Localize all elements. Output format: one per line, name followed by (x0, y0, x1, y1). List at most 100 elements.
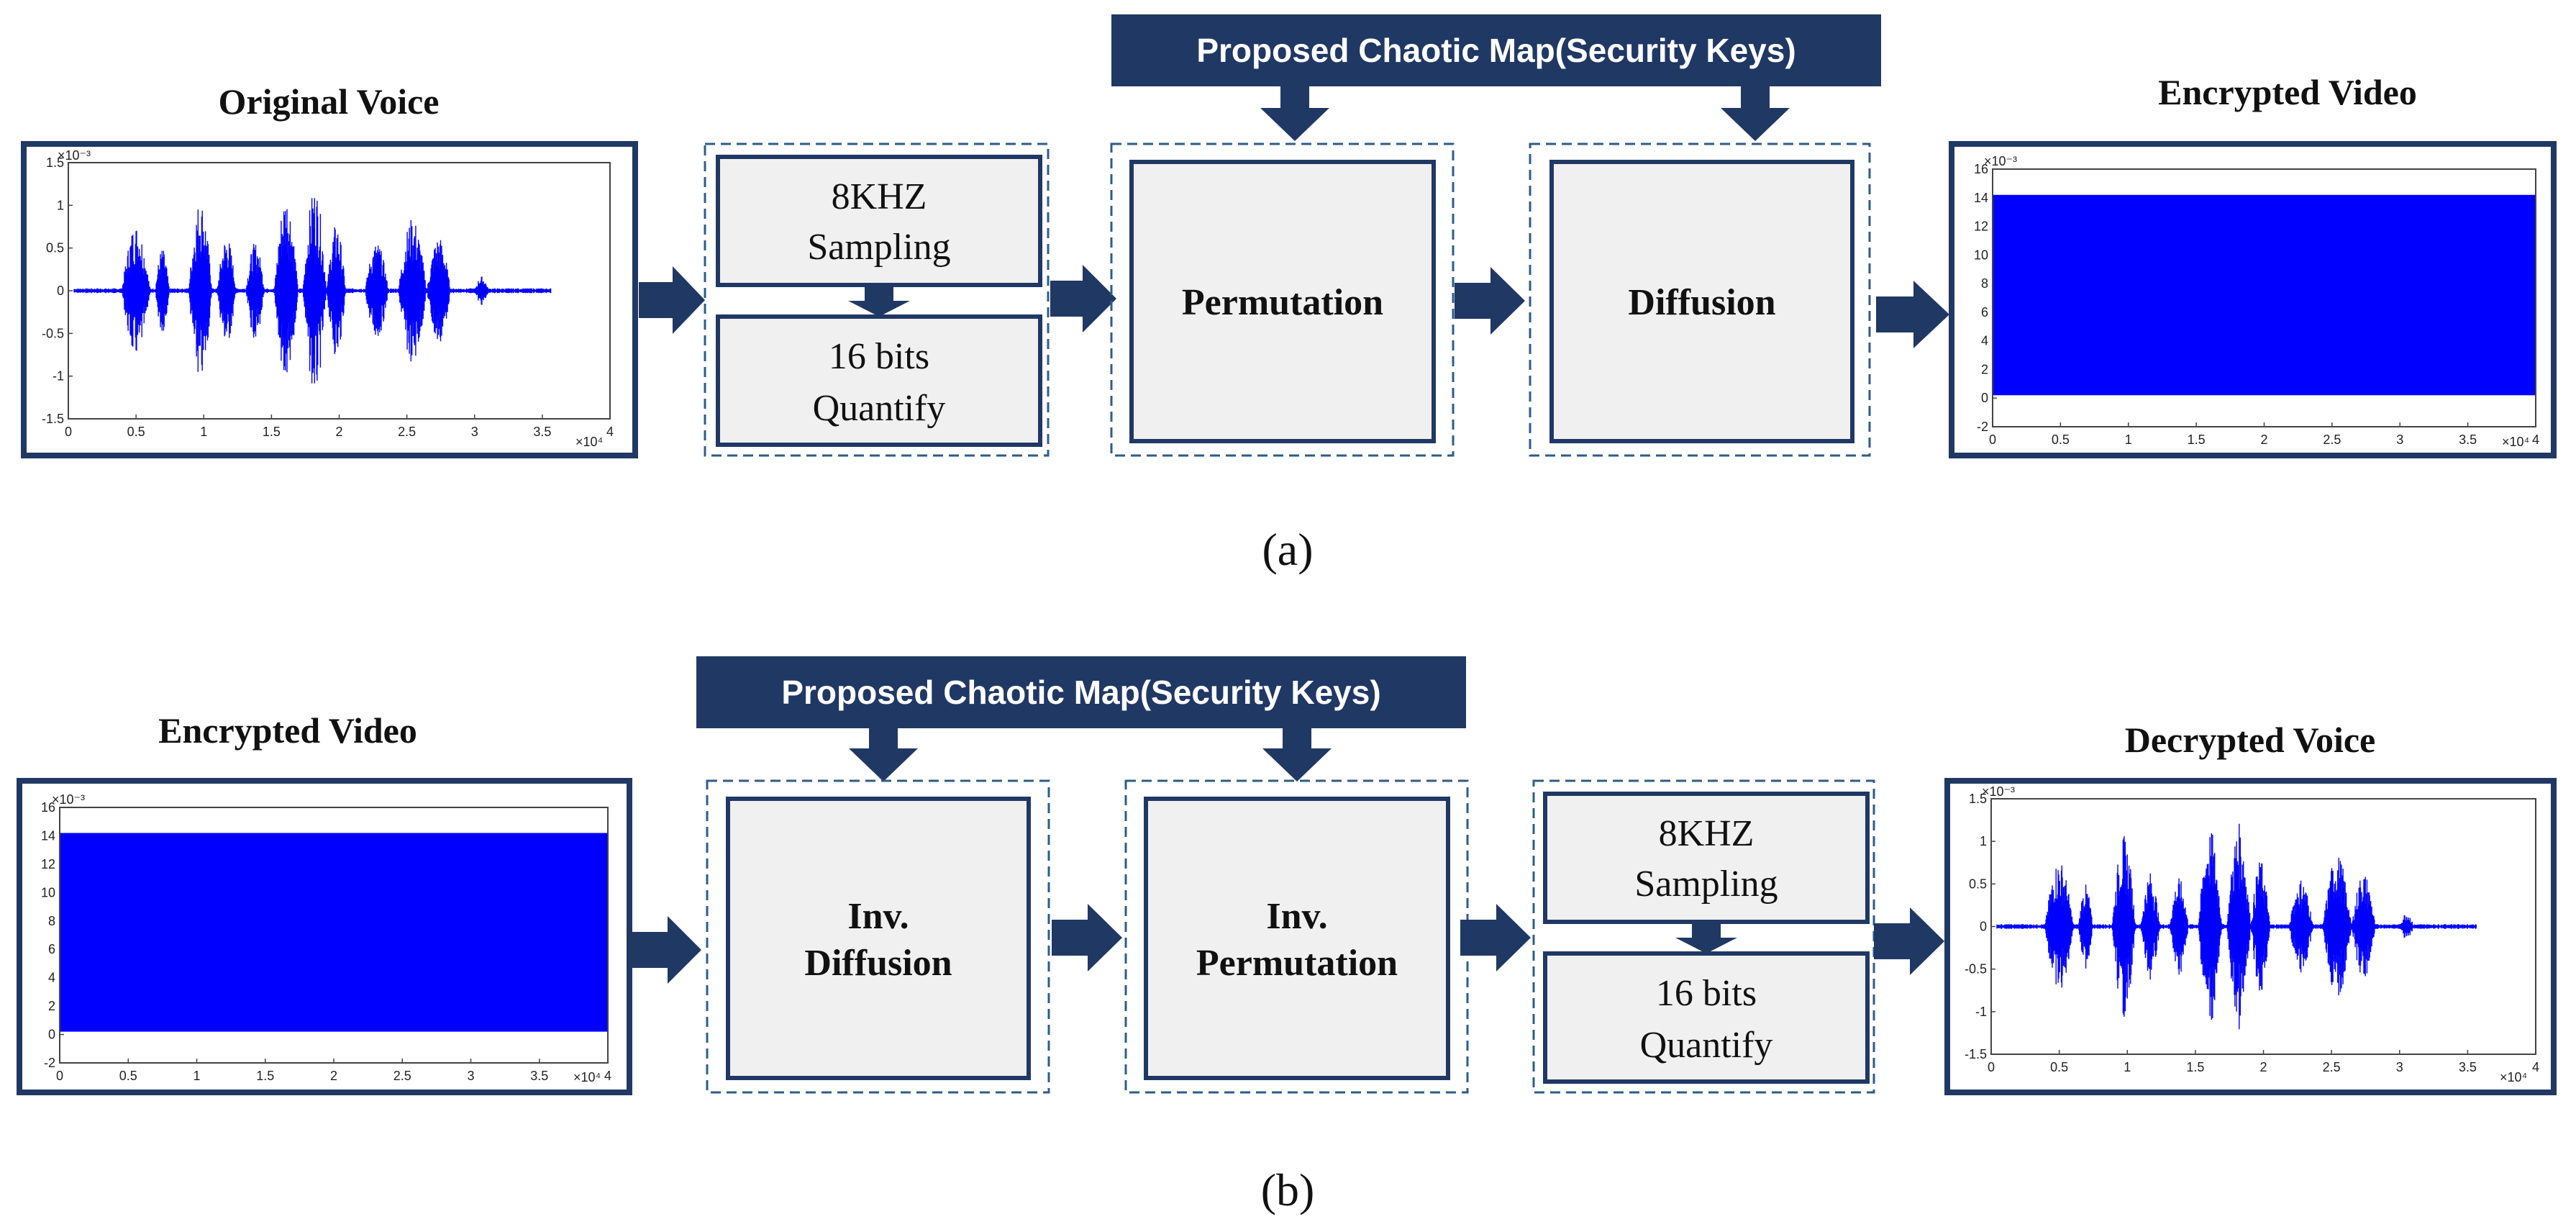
key-arrow (1721, 86, 1790, 141)
y-tick-label: 0 (57, 284, 64, 298)
permutation-group-border (1110, 142, 1455, 457)
down-arrow (848, 286, 910, 317)
x-tick-label: 0.5 (127, 425, 145, 439)
y-tick-label: -2 (1977, 420, 1988, 434)
x-tick-label: 0 (65, 425, 72, 439)
y-exponent-label: ×10⁻³ (58, 148, 91, 163)
y-tick-label: -1.5 (1965, 1047, 1987, 1061)
quantify-box (1543, 951, 1870, 1084)
original-voice-title: Original Voice (219, 81, 440, 122)
y-tick-label: 0 (48, 1028, 55, 1042)
y-tick-label: 2 (48, 999, 55, 1013)
caption-a: (a) (1262, 524, 1313, 575)
x-tick-label: 0.5 (119, 1069, 137, 1083)
y-tick-label: 14 (1974, 191, 1988, 205)
inv-label: Inv. (847, 896, 909, 937)
x-exponent-label: ×10⁴ (2500, 1070, 2527, 1084)
x-exponent-label: ×10⁴ (575, 435, 603, 449)
encrypted-video-title: Encrypted Video (158, 710, 417, 751)
y-tick-label: 16 (1974, 162, 1988, 176)
x-tick-label: 0 (1989, 432, 1996, 447)
down-arrow (1675, 923, 1737, 954)
quantify-label: Quantify (1640, 1025, 1773, 1066)
chaotic-map-banner (1111, 14, 1881, 86)
x-tick-label: 1 (2124, 1060, 2131, 1074)
y-tick-label: 0.5 (46, 241, 64, 255)
encrypted-video-title: Encrypted Video (2158, 72, 2417, 112)
x-tick-label: 4 (606, 425, 614, 439)
y-exponent-label: ×10⁻³ (1982, 784, 2015, 799)
x-tick-label: 3.5 (2459, 432, 2477, 447)
sampling-rate-label: 8KHZ (1659, 813, 1754, 854)
inv-diffusion-label: Diffusion (804, 943, 952, 984)
encrypted-signal (1993, 194, 2535, 396)
y-exponent-label: ×10⁻³ (1984, 154, 2017, 168)
x-tick-label: 2 (335, 425, 342, 439)
waveform-trace (73, 198, 552, 384)
x-tick-label: 2.5 (2323, 1060, 2341, 1074)
quantify-label: Quantify (813, 388, 946, 429)
x-tick-label: 1 (193, 1069, 200, 1083)
x-tick-label: 2.5 (398, 425, 416, 439)
bits-label: 16 bits (1656, 973, 1757, 1014)
decrypted-voice-title: Decrypted Voice (2125, 720, 2376, 760)
chaotic-map-label: Proposed Chaotic Map(Security Keys) (1196, 32, 1796, 69)
key-arrow (1262, 728, 1332, 782)
y-tick-label: -0.5 (42, 326, 64, 340)
y-tick-label: 8 (1981, 276, 1988, 291)
bits-label: 16 bits (829, 336, 929, 377)
diffusion-group-border (1529, 142, 1871, 457)
y-tick-label: -1 (1975, 1005, 1987, 1019)
y-tick-label: 16 (41, 800, 55, 815)
y-tick-label: 0 (1981, 391, 1988, 405)
x-tick-label: 0.5 (2052, 432, 2070, 447)
diffusion-box (1549, 160, 1854, 443)
y-tick-label: 4 (48, 971, 55, 985)
inv-permutation-box (1144, 797, 1450, 1080)
y-tick-label: 6 (1981, 305, 1988, 320)
key-arrow (849, 728, 918, 782)
sampling-label: Sampling (807, 227, 950, 268)
flow-arrow (1876, 281, 1949, 348)
x-tick-label: 2 (2260, 432, 2267, 447)
y-tick-label: 0.5 (1969, 877, 1987, 891)
flow-arrow (629, 916, 701, 984)
voice-waveform (73, 198, 552, 384)
x-tick-label: 3 (2396, 432, 2403, 447)
y-tick-label: 1 (57, 198, 64, 212)
x-tick-label: 2.5 (2323, 432, 2341, 447)
sampling-rate-label: 8KHZ (832, 176, 927, 217)
y-tick-label: 10 (1974, 248, 1988, 262)
x-tick-label: 0.5 (2050, 1060, 2068, 1074)
x-tick-label: 4 (604, 1069, 611, 1083)
flow-arrow (1460, 904, 1531, 971)
encrypted-fill (1993, 194, 2535, 396)
y-tick-label: 1.5 (1969, 792, 1987, 806)
inv-label: Inv. (1266, 896, 1327, 937)
sampling-label: Sampling (1634, 864, 1778, 905)
y-tick-label: 10 (41, 885, 55, 900)
flow-arrow (1050, 265, 1116, 332)
sampling-group-border (704, 142, 1050, 457)
y-tick-label: -2 (44, 1056, 55, 1070)
y-tick-label: -1.5 (42, 412, 64, 426)
y-tick-label: 6 (48, 942, 55, 956)
y-tick-label: 4 (1981, 334, 1988, 348)
flow-arrow (639, 266, 705, 334)
x-tick-label: 0 (56, 1069, 63, 1083)
key-arrow (1260, 86, 1329, 141)
y-tick-label: -1 (53, 369, 64, 384)
y-tick-label: -0.5 (1965, 962, 1987, 977)
x-tick-label: 4 (2532, 432, 2539, 447)
x-tick-label: 1 (2125, 432, 2132, 447)
x-tick-label: 3 (471, 425, 478, 439)
x-tick-label: 3 (467, 1069, 474, 1083)
x-tick-label: 1.5 (256, 1069, 274, 1083)
x-tick-label: 1.5 (263, 425, 281, 439)
x-tick-label: 2 (2259, 1060, 2267, 1074)
chaotic-map-banner (696, 656, 1466, 728)
